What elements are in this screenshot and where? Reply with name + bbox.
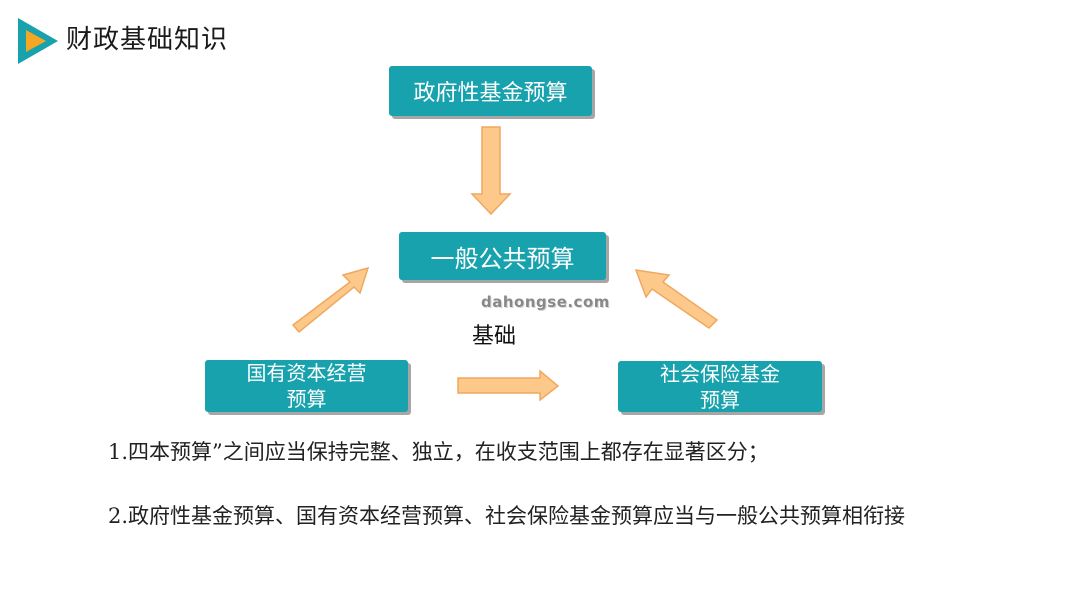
arrow-down-icon [470, 126, 512, 216]
watermark: dahongse.com [481, 293, 610, 311]
gov-fund-budget-label: 政府性基金预算 [413, 81, 568, 106]
arrow-up-right-icon [291, 266, 370, 334]
state-capital-budget-box: 国有资本经营 预算 [205, 360, 408, 412]
foundation-label: 基础 [472, 324, 517, 349]
social-insurance-budget-label-line2: 预算 [700, 387, 740, 412]
arrow-up-left-icon [634, 269, 719, 329]
social-insurance-budget-box: 社会保险基金 预算 [618, 361, 822, 412]
arrow-right-icon [457, 369, 560, 402]
state-capital-budget-label-line2: 预算 [286, 387, 327, 411]
note-line-2: 2.政府性基金预算、国有资本经营预算、社会保险基金预算应当与一般公共预算相衔接 [108, 504, 906, 528]
social-insurance-budget-label-line1: 社会保险基金 [660, 361, 780, 386]
state-capital-budget-label-line1: 国有资本经营 [246, 361, 367, 385]
play-logo-icon [18, 18, 58, 64]
note-line-1: 1.四本预算”之间应当保持完整、独立，在收支范围上都存在显著区分； [108, 440, 769, 464]
gov-fund-budget-box: 政府性基金预算 [389, 66, 592, 116]
page-title: 财政基础知识 [66, 25, 229, 55]
general-public-budget-label: 一般公共预算 [430, 244, 575, 273]
general-public-budget-box: 一般公共预算 [399, 232, 606, 280]
